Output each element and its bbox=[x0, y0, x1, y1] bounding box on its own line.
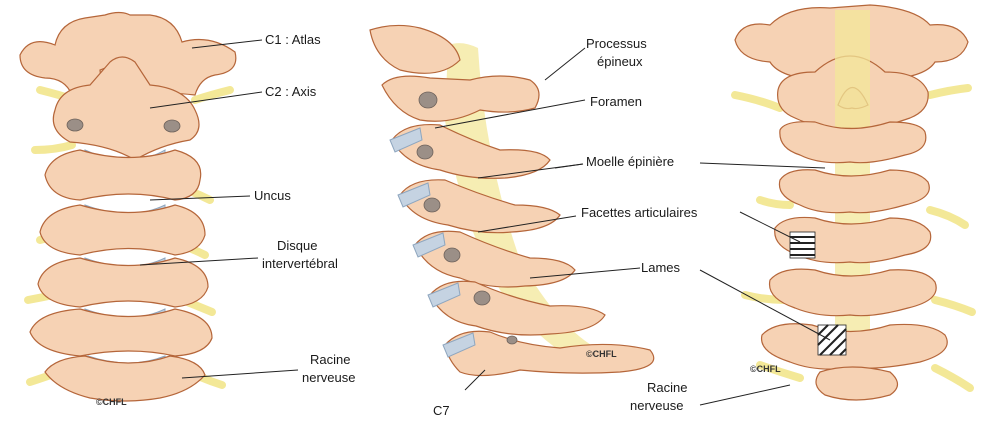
label-lames: Lames bbox=[641, 260, 681, 275]
copyright-middle: ©CHFL bbox=[586, 349, 617, 359]
label-facettes: Facettes articulaires bbox=[581, 205, 698, 220]
label-disque-line2: intervertébral bbox=[262, 256, 338, 271]
facet-hatch bbox=[789, 231, 816, 259]
label-foramen: Foramen bbox=[590, 94, 642, 109]
vertebra-c5 bbox=[37, 257, 209, 308]
label-racine-left-line2: nerveuse bbox=[302, 370, 355, 385]
vertebra-c4 bbox=[39, 204, 206, 256]
label-disque-line1: Disque bbox=[277, 238, 317, 253]
label-processus-line1: Processus bbox=[586, 36, 647, 51]
spinal-cord bbox=[445, 43, 600, 365]
leader-lines bbox=[139, 39, 831, 406]
label-moelle: Moelle épinière bbox=[586, 154, 674, 169]
axis-vertebra bbox=[52, 56, 200, 161]
labels: C1 : Atlas C2 : Axis Uncus Disque interv… bbox=[254, 32, 698, 418]
label-uncus: Uncus bbox=[254, 188, 291, 203]
vertebra-c7 bbox=[44, 355, 206, 402]
label-c1-atlas: C1 : Atlas bbox=[265, 32, 321, 47]
label-processus-line2: épineux bbox=[597, 54, 643, 69]
label-racine-right-line1: Racine bbox=[647, 380, 687, 395]
lamina-hatch bbox=[817, 324, 847, 356]
back-view: ©CHFL bbox=[731, 4, 976, 401]
copyright-right: ©CHFL bbox=[750, 364, 781, 374]
label-c7: C7 bbox=[433, 403, 450, 418]
front-view: ©CHFL bbox=[19, 11, 237, 407]
vertebra-c6 bbox=[29, 308, 213, 357]
label-racine-right-line2: nerveuse bbox=[630, 398, 683, 413]
label-racine-left-line1: Racine bbox=[310, 352, 350, 367]
side-view: ©CHFL bbox=[369, 24, 655, 377]
vertebra-c3 bbox=[44, 149, 202, 201]
label-c2-axis: C2 : Axis bbox=[265, 84, 317, 99]
copyright-left: ©CHFL bbox=[96, 397, 127, 407]
